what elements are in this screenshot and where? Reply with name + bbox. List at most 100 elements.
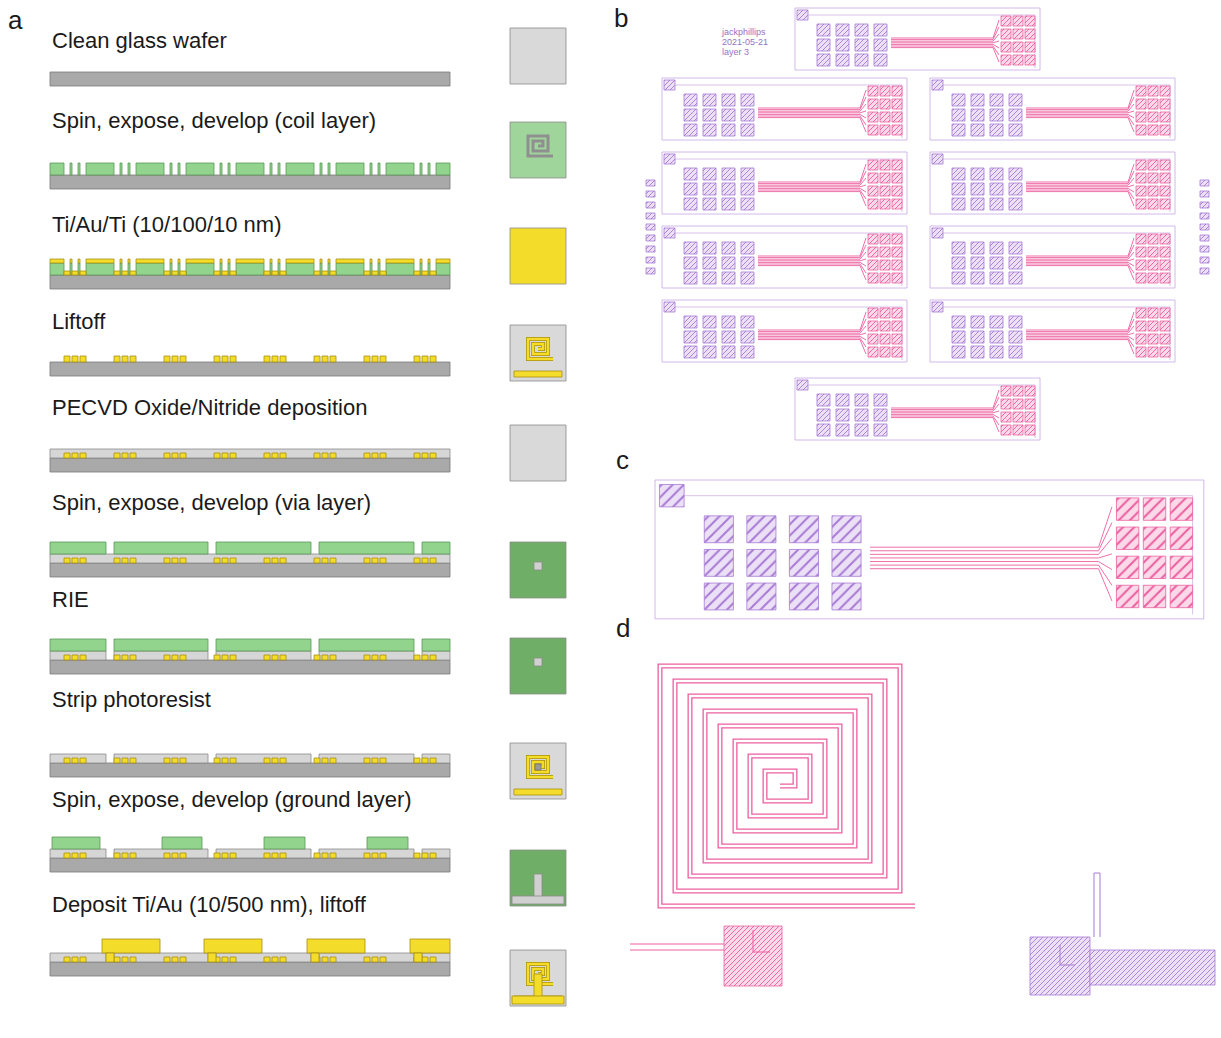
gold-coil-trace <box>372 271 378 275</box>
ground-pad <box>836 409 849 421</box>
ground-pad <box>836 39 849 51</box>
ground-pad <box>703 316 716 328</box>
ground-pad <box>832 516 861 543</box>
ground-opening <box>534 874 542 898</box>
gold-coil-trace <box>280 356 286 362</box>
ground-pad <box>952 242 965 254</box>
gold-film <box>378 259 380 263</box>
coil-pad <box>868 234 878 244</box>
oxide-layer <box>422 953 450 962</box>
top-view <box>510 228 566 284</box>
coil-pad <box>1136 186 1146 196</box>
coil-bus-line <box>758 185 866 187</box>
coil-pad <box>1136 173 1146 183</box>
mask-unit <box>930 300 1175 362</box>
ground-pad <box>952 257 965 269</box>
photoresist <box>78 163 80 175</box>
side-mark <box>1200 235 1209 241</box>
gold-coil-trace <box>380 356 386 362</box>
coil-pad <box>1148 308 1158 318</box>
ground-pad <box>874 24 887 36</box>
gold-coil-trace <box>172 853 178 858</box>
cross-section <box>50 356 450 376</box>
via-opening <box>534 658 542 666</box>
top-view-square <box>510 743 566 799</box>
glass-substrate <box>50 660 450 674</box>
gold-coil-trace <box>430 853 436 858</box>
coil-pad <box>868 334 878 344</box>
coil-pad <box>892 125 902 135</box>
coil-pad <box>1148 199 1158 209</box>
gold-coil-trace <box>322 453 328 458</box>
photoresist <box>386 163 414 175</box>
coil-bus-line <box>1026 238 1134 256</box>
coil-pad <box>892 260 902 270</box>
gold-coil-trace <box>314 853 320 858</box>
top-view <box>510 850 566 906</box>
ground-pad <box>817 409 830 421</box>
gold-coil-trace <box>430 356 436 362</box>
coil-pad <box>892 160 902 170</box>
gold-coil-trace <box>180 453 186 458</box>
frame-wire <box>675 233 902 286</box>
gold-coil-trace <box>380 558 386 563</box>
gold-coil-trace <box>214 853 220 858</box>
ground-pad <box>836 24 849 36</box>
coil-pad <box>1001 425 1011 435</box>
gold-coil-trace <box>372 853 378 858</box>
gold-coil-trace <box>364 453 370 458</box>
ground-pad <box>703 272 716 284</box>
step-title: PECVD Oxide/Nitride deposition <box>52 396 367 420</box>
ground-pad <box>789 516 818 543</box>
coil-bus-line <box>1026 333 1134 335</box>
coil-pad <box>1136 86 1146 96</box>
gold-film <box>420 259 422 263</box>
gold-coil-trace <box>330 957 336 962</box>
photoresist <box>136 163 164 175</box>
coil-bus-line <box>891 397 999 410</box>
alignment-pad <box>664 228 675 238</box>
ground-pad <box>684 331 697 343</box>
gold-coil-trace <box>230 356 236 362</box>
ground-pad <box>971 109 984 121</box>
step-title: Spin, expose, develop (ground layer) <box>52 788 412 812</box>
coil-pad <box>868 173 878 183</box>
photoresist <box>422 542 450 554</box>
gold-coil-trace <box>130 853 136 858</box>
gold-coil-trace <box>64 655 70 660</box>
cross-section <box>50 163 450 189</box>
ground-pad <box>952 168 965 180</box>
coil-bus-line <box>1026 312 1134 330</box>
ground-pad <box>855 54 868 66</box>
coil-outline <box>528 339 553 359</box>
frame-wire <box>808 15 1035 68</box>
coil-pad <box>1013 16 1023 26</box>
gold-coil-trace <box>164 356 170 362</box>
oxide-layer <box>50 449 450 458</box>
gold-coil-trace <box>314 356 320 362</box>
coil-pad <box>1025 29 1035 39</box>
photoresist <box>286 163 314 175</box>
coil-pad <box>880 186 890 196</box>
coil-pad <box>1148 160 1158 170</box>
gold-coil-trace <box>264 356 270 362</box>
coil-pad <box>868 199 878 209</box>
side-mark <box>646 235 655 241</box>
coil-bus-line <box>758 319 866 332</box>
gold-ground-trace <box>534 974 542 998</box>
ground-pad <box>817 54 830 66</box>
coil-pad <box>868 347 878 357</box>
gold-coil-trace <box>172 271 178 275</box>
ground-pad <box>990 316 1003 328</box>
gold-coil-trace <box>64 758 70 763</box>
side-mark <box>646 202 655 208</box>
photoresist <box>422 639 450 651</box>
gold-coil-trace <box>314 655 320 660</box>
oxide-layer <box>114 651 208 660</box>
ground-pad <box>684 198 697 210</box>
ground-pad <box>703 94 716 106</box>
coil-bus-line <box>870 507 1112 547</box>
unit-frame <box>662 300 907 362</box>
gold-film <box>286 259 314 263</box>
side-mark <box>646 224 655 230</box>
